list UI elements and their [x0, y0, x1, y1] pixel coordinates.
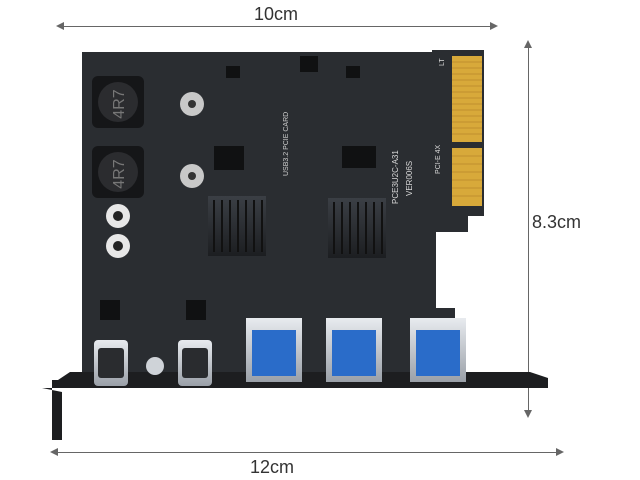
capacitors: [106, 92, 204, 258]
metal-bracket: [42, 372, 548, 440]
gold-fingers: [452, 56, 482, 206]
inductor-2-label: 4R7: [111, 159, 128, 188]
silk-lt: LT: [439, 58, 446, 66]
small-chips: [100, 56, 376, 320]
silk-main: USB3.2 PCIE CARD: [283, 112, 290, 176]
silk-slot: PCI-E 4X: [435, 144, 442, 174]
silk-ver: VER006S: [405, 161, 414, 196]
mounting-screw: [146, 357, 164, 375]
inductor-1-label: 4R7: [111, 89, 128, 118]
bottom-dimension-label: 12cm: [250, 457, 295, 477]
usb-a-ports: [246, 318, 466, 382]
silk-model: PCE3U2C-A31: [391, 150, 400, 204]
pcb-board: [82, 50, 484, 380]
right-dimension-label: 8.3cm: [532, 212, 582, 232]
top-dimension-label: 10cm: [254, 4, 299, 24]
usb-c-ports: [94, 340, 212, 386]
inductors: [92, 76, 144, 198]
